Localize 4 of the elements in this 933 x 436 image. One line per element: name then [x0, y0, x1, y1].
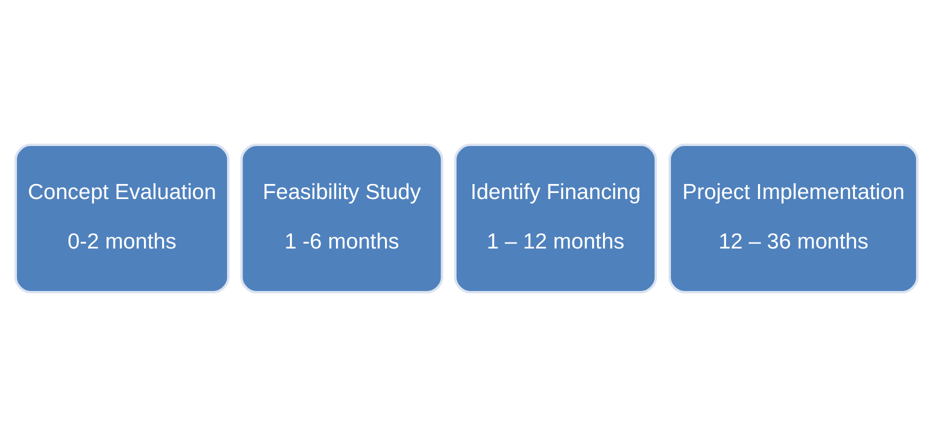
node-box: Project Implementation 12 – 36 months — [668, 143, 918, 293]
node-box: Feasibility Study 1 -6 months — [240, 143, 444, 293]
node-box: Identify Financing 1 – 12 months — [454, 143, 658, 293]
node-box: Concept Evaluation 0-2 months — [14, 143, 230, 293]
